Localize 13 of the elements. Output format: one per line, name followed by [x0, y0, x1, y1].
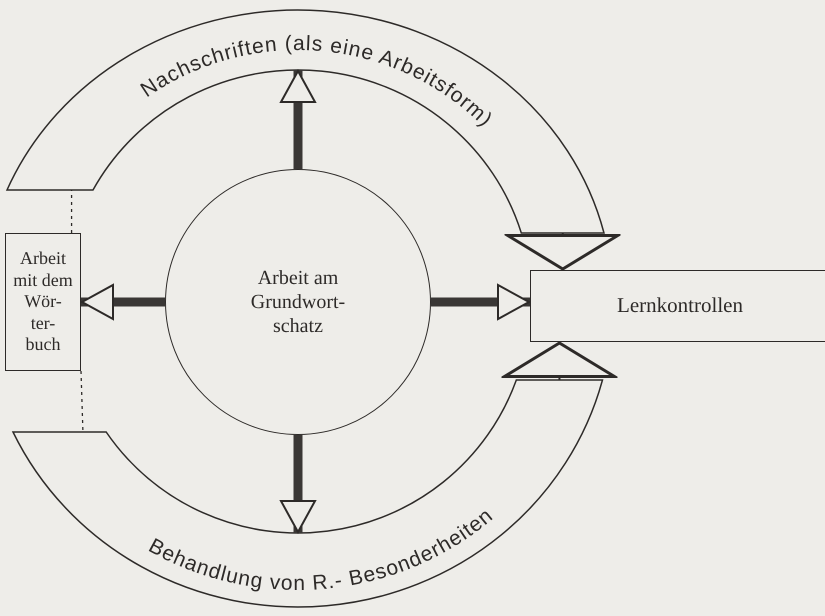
arrow: [502, 342, 616, 380]
arrow: [280, 70, 316, 169]
node-label: Lernkontrollen: [616, 293, 744, 319]
node-label: Arbeit am Grundwort- schatz: [250, 266, 346, 338]
process-box: [530, 270, 825, 342]
arrow: [280, 435, 316, 533]
dotted-line: [80, 370, 84, 432]
arrow: [81, 284, 165, 320]
arrow: [431, 284, 530, 320]
process-box: [5, 233, 81, 371]
dotted-line: [70, 190, 72, 233]
arrow: [506, 233, 620, 270]
node-label: Arbeit mit dem Wör- ter- buch: [13, 248, 73, 356]
